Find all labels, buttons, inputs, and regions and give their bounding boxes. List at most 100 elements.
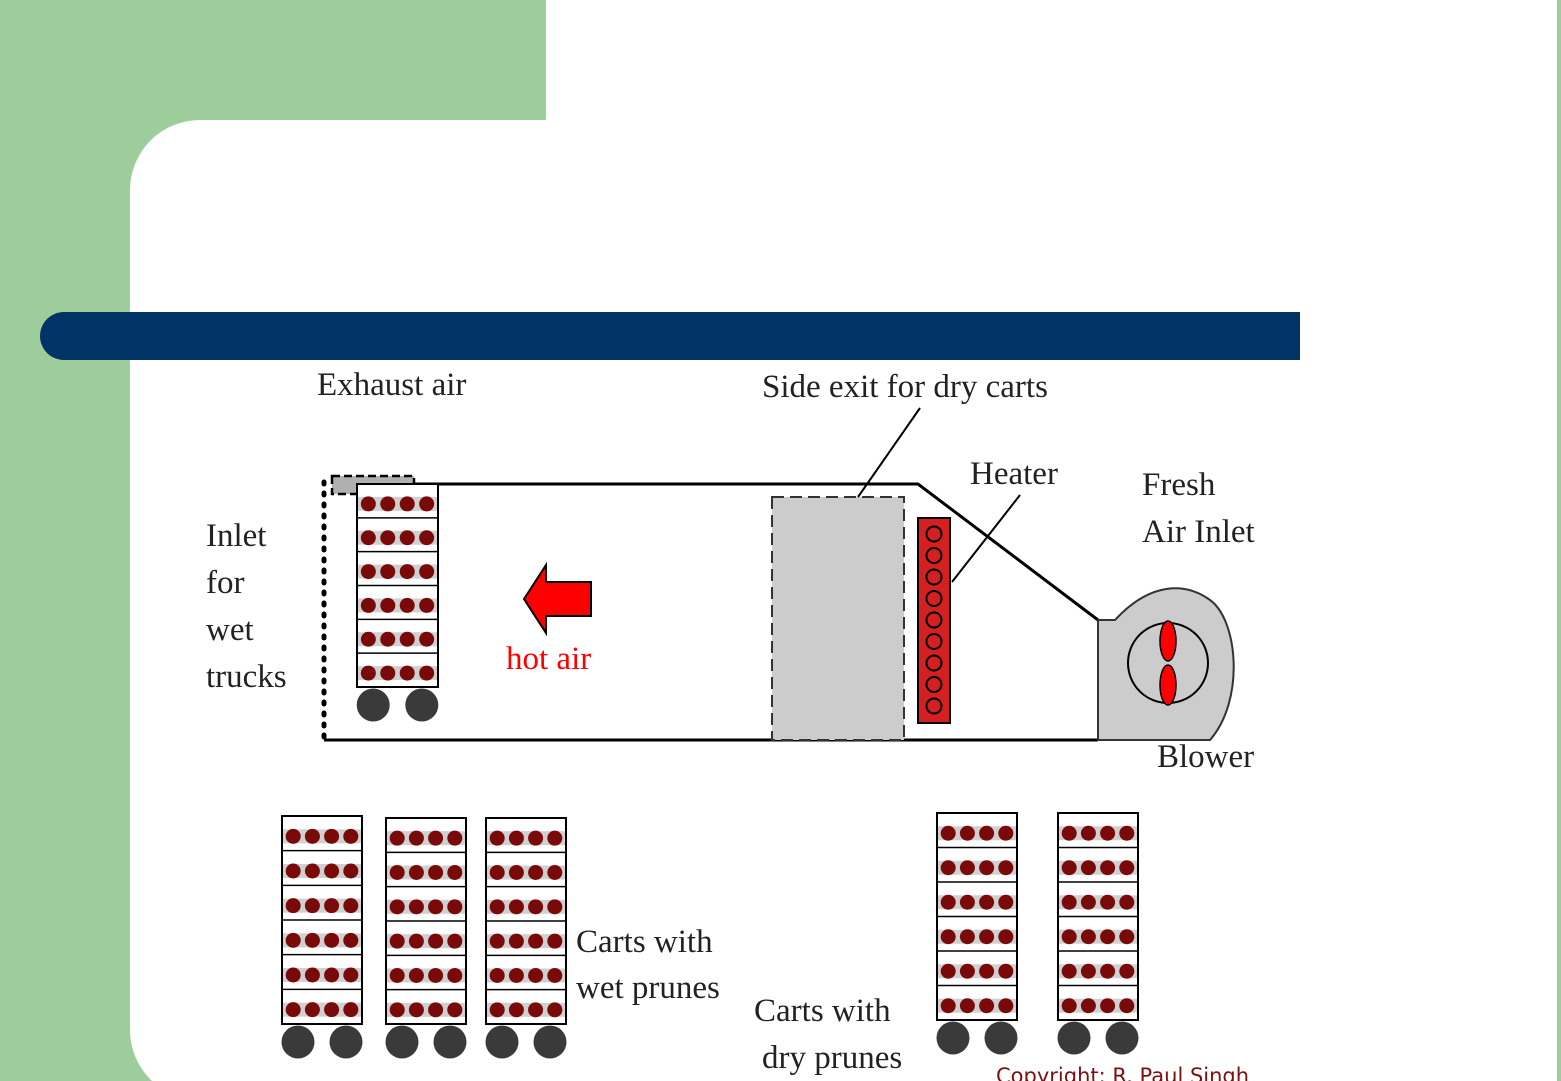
prune-cart — [1058, 813, 1139, 1055]
cart-wheel — [405, 689, 438, 722]
prune — [1081, 895, 1096, 910]
prune — [547, 865, 562, 880]
prune — [960, 826, 975, 841]
blower-label: Blower — [1157, 739, 1254, 775]
prune — [941, 826, 956, 841]
prune — [447, 1002, 462, 1017]
prune — [343, 864, 358, 879]
prune-cart — [282, 816, 363, 1059]
prune — [419, 598, 434, 613]
prune — [428, 865, 443, 880]
prune — [941, 929, 956, 944]
prune — [1081, 964, 1096, 979]
blower-blade-bottom — [1160, 665, 1176, 705]
prune — [380, 598, 395, 613]
prune — [324, 933, 339, 948]
prune — [979, 998, 994, 1013]
prune — [400, 530, 415, 545]
prune-cart — [937, 813, 1018, 1055]
heater-coil — [918, 518, 950, 723]
prune — [979, 895, 994, 910]
prune — [547, 934, 562, 949]
prune — [343, 1002, 358, 1017]
prune — [528, 831, 543, 846]
prune-cart — [386, 818, 467, 1059]
prune — [361, 530, 376, 545]
title-bar-square-end — [1200, 312, 1300, 360]
prune — [324, 864, 339, 879]
prune — [1119, 826, 1134, 841]
cart-wheel — [434, 1026, 467, 1059]
prune — [1119, 860, 1134, 875]
prune — [400, 496, 415, 511]
prune — [390, 899, 405, 914]
prune — [361, 564, 376, 579]
prune — [286, 829, 301, 844]
prune — [324, 829, 339, 844]
prune — [509, 934, 524, 949]
prune — [979, 929, 994, 944]
prune — [547, 1002, 562, 1017]
prune — [305, 1002, 320, 1017]
prune — [1119, 895, 1134, 910]
prune — [409, 831, 424, 846]
cart-wheel — [282, 1026, 315, 1059]
prune — [447, 899, 462, 914]
prune — [960, 860, 975, 875]
prune — [409, 865, 424, 880]
prune — [998, 895, 1013, 910]
prune — [409, 934, 424, 949]
copyright-text: Copyright: R. Paul Singh — [996, 1064, 1249, 1081]
prune — [528, 899, 543, 914]
prune — [286, 933, 301, 948]
prune — [428, 899, 443, 914]
cart-wheel — [1058, 1022, 1091, 1055]
prune — [1100, 964, 1115, 979]
prune — [343, 933, 358, 948]
fresh-air-label-line1: Fresh — [1142, 467, 1216, 503]
prune — [1100, 929, 1115, 944]
hot-air-label: hot air — [506, 641, 591, 677]
cart-wheel — [985, 1022, 1018, 1055]
wet-carts-label-line1: Carts with — [576, 924, 713, 960]
prune — [547, 831, 562, 846]
prune — [979, 964, 994, 979]
prune — [305, 968, 320, 983]
prune — [305, 898, 320, 913]
prune — [361, 496, 376, 511]
prune — [1081, 929, 1096, 944]
prune — [400, 598, 415, 613]
prune — [979, 826, 994, 841]
inlet-label-line3: wet — [206, 612, 254, 648]
exhaust-air-label: Exhaust air — [317, 367, 466, 403]
prune — [447, 934, 462, 949]
prune — [1062, 998, 1077, 1013]
prune-cart — [486, 818, 567, 1059]
prune — [1100, 998, 1115, 1013]
prune — [286, 864, 301, 879]
cart-wheel — [937, 1022, 970, 1055]
prune — [428, 1002, 443, 1017]
prune — [447, 831, 462, 846]
prune — [490, 968, 505, 983]
prune — [400, 564, 415, 579]
prune — [305, 829, 320, 844]
prune — [1062, 860, 1077, 875]
prune — [428, 831, 443, 846]
cart-wheel — [357, 689, 390, 722]
prune — [528, 1002, 543, 1017]
prune — [547, 968, 562, 983]
prune — [390, 968, 405, 983]
dry-carts-label-line1: Carts with — [754, 993, 891, 1029]
prune — [390, 1002, 405, 1017]
prune — [400, 666, 415, 681]
prune — [528, 934, 543, 949]
prune — [979, 860, 994, 875]
prune — [324, 968, 339, 983]
prune — [343, 829, 358, 844]
prune — [1081, 998, 1096, 1013]
prune — [1081, 860, 1096, 875]
cart-wheel — [534, 1026, 567, 1059]
prune — [941, 998, 956, 1013]
